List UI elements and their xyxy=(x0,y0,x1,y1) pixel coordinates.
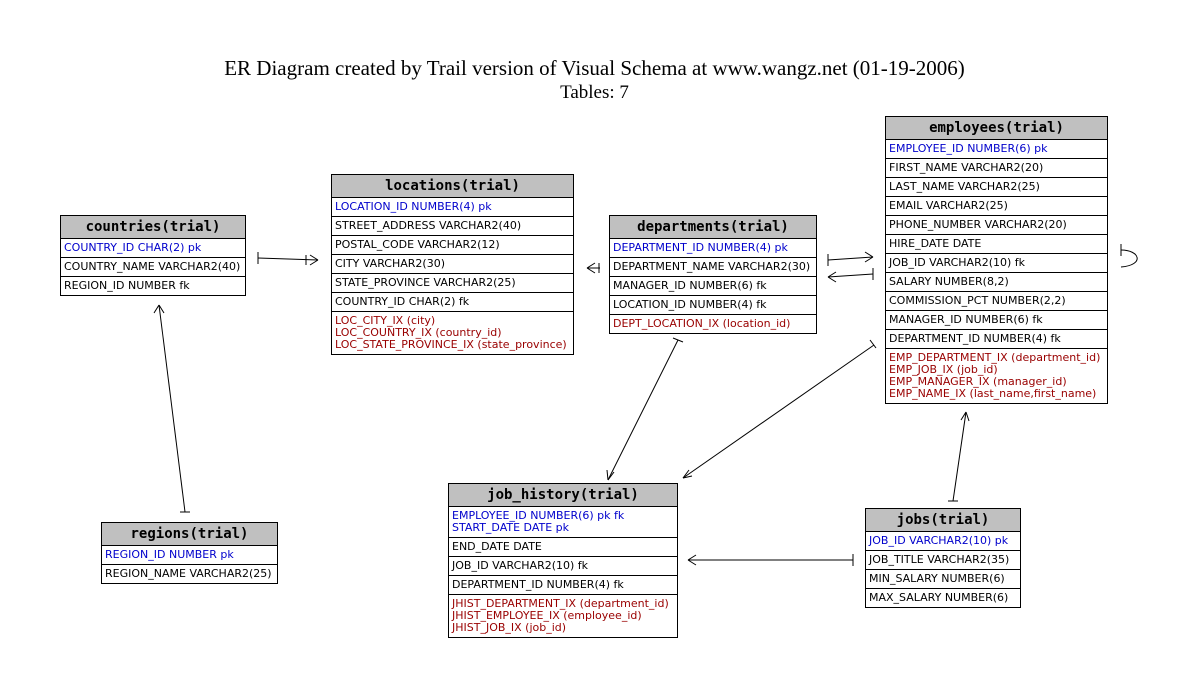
pk-section: LOCATION_ID NUMBER(4) pk xyxy=(332,198,573,217)
column-row: COUNTRY_ID CHAR(2) fk xyxy=(332,293,573,312)
column-pk: START_DATE DATE pk xyxy=(452,521,570,534)
table-employees[interactable]: employees(trial) EMPLOYEE_ID NUMBER(6) p… xyxy=(885,116,1108,404)
column-pk: EMPLOYEE_ID NUMBER(6) pk xyxy=(889,142,1048,155)
column-row: LAST_NAME VARCHAR2(25) xyxy=(886,178,1107,197)
rel-employees-self xyxy=(1120,249,1138,268)
column-row: FIRST_NAME VARCHAR2(20) xyxy=(886,159,1107,178)
index-section: JHIST_DEPARTMENT_IX (department_id) JHIS… xyxy=(449,595,677,637)
column-row: DEPARTMENT_ID NUMBER(4) fk xyxy=(886,330,1107,349)
column-row: CITY VARCHAR2(30) xyxy=(332,255,573,274)
many-marker xyxy=(305,254,319,266)
index-section: DEPT_LOCATION_IX (location_id) xyxy=(610,315,816,333)
column-row: PHONE_NUMBER VARCHAR2(20) xyxy=(886,216,1107,235)
column-row: DEPARTMENT_NAME VARCHAR2(30) xyxy=(610,258,816,277)
table-header: jobs(trial) xyxy=(866,509,1020,532)
table-header: employees(trial) xyxy=(886,117,1107,140)
column-row: LOCATION_ID NUMBER(4) fk xyxy=(610,296,816,315)
pk-section: EMPLOYEE_ID NUMBER(6) pk xyxy=(886,140,1107,159)
many-marker xyxy=(864,251,874,263)
index-row: JHIST_EMPLOYEE_IX (employee_id) xyxy=(452,609,642,622)
rel-jobhistory-employees xyxy=(682,344,875,479)
index-row: LOC_COUNTRY_IX (country_id) xyxy=(335,326,502,339)
diagram-title: ER Diagram created by Trail version of V… xyxy=(224,56,965,80)
index-row: EMP_NAME_IX (last_name,first_name) xyxy=(889,387,1097,400)
column-row: DEPARTMENT_ID NUMBER(4) fk xyxy=(449,576,677,595)
index-section: EMP_DEPARTMENT_IX (department_id) EMP_JO… xyxy=(886,349,1107,403)
pk-section: JOB_ID VARCHAR2(10) pk xyxy=(866,532,1020,551)
table-header: job_history(trial) xyxy=(449,484,677,507)
column-row: MANAGER_ID NUMBER(6) fk xyxy=(886,311,1107,330)
column-pk: COUNTRY_ID CHAR(2) pk xyxy=(64,241,202,254)
many-marker xyxy=(153,304,165,314)
column-pk: LOCATION_ID NUMBER(4) pk xyxy=(335,200,492,213)
table-countries[interactable]: countries(trial) COUNTRY_ID CHAR(2) pk C… xyxy=(60,215,246,296)
column-row: JOB_ID VARCHAR2(10) fk xyxy=(886,254,1107,273)
column-row: REGION_NAME VARCHAR2(25) xyxy=(105,567,272,580)
many-marker xyxy=(586,262,600,274)
table-locations[interactable]: locations(trial) LOCATION_ID NUMBER(4) p… xyxy=(331,174,574,355)
column-pk: REGION_ID NUMBER pk xyxy=(105,548,234,561)
many-marker xyxy=(960,411,970,422)
column-row: MIN_SALARY NUMBER(6) xyxy=(866,570,1020,589)
table-departments[interactable]: departments(trial) DEPARTMENT_ID NUMBER(… xyxy=(609,215,817,334)
many-marker xyxy=(606,469,615,481)
table-jobs[interactable]: jobs(trial) JOB_ID VARCHAR2(10) pk JOB_T… xyxy=(865,508,1021,608)
index-row: EMP_DEPARTMENT_IX (department_id) xyxy=(889,351,1101,364)
many-marker xyxy=(827,271,837,283)
pk-section: DEPARTMENT_ID NUMBER(4) pk xyxy=(610,239,816,258)
index-row: DEPT_LOCATION_IX (location_id) xyxy=(613,317,791,330)
column-row: JOB_ID VARCHAR2(10) fk xyxy=(449,557,677,576)
column-row: END_DATE DATE xyxy=(449,538,677,557)
index-row: EMP_JOB_IX (job_id) xyxy=(889,363,998,376)
one-marker xyxy=(672,337,684,343)
index-row: LOC_CITY_IX (city) xyxy=(335,314,436,327)
column-row: COMMISSION_PCT NUMBER(2,2) xyxy=(886,292,1107,311)
index-row: LOC_STATE_PROVINCE_IX (state_province) xyxy=(335,338,567,351)
column-row: STATE_PROVINCE VARCHAR2(25) xyxy=(332,274,573,293)
table-header: regions(trial) xyxy=(102,523,277,546)
column-row: EMAIL VARCHAR2(25) xyxy=(886,197,1107,216)
table-header: locations(trial) xyxy=(332,175,573,198)
index-row: EMP_MANAGER_IX (manager_id) xyxy=(889,375,1067,388)
one-marker xyxy=(869,339,877,349)
table-job-history[interactable]: job_history(trial) EMPLOYEE_ID NUMBER(6)… xyxy=(448,483,678,638)
rel-departments-employees-top xyxy=(827,256,874,261)
diagram-subtitle: Tables: 7 xyxy=(560,82,629,103)
column-row: MAX_SALARY NUMBER(6) xyxy=(869,591,1009,604)
rel-locations-countries xyxy=(257,257,319,261)
column-pk: DEPARTMENT_ID NUMBER(4) pk xyxy=(613,241,788,254)
rel-countries-regions xyxy=(158,304,186,513)
column-row: SALARY NUMBER(8,2) xyxy=(886,273,1107,292)
table-regions[interactable]: regions(trial) REGION_ID NUMBER pk REGIO… xyxy=(101,522,278,584)
column-row: HIRE_DATE DATE xyxy=(886,235,1107,254)
column-row: MANAGER_ID NUMBER(6) fk xyxy=(610,277,816,296)
column-row: POSTAL_CODE VARCHAR2(12) xyxy=(332,236,573,255)
column-pk: EMPLOYEE_ID NUMBER(6) pk fk xyxy=(452,509,625,522)
pk-section: EMPLOYEE_ID NUMBER(6) pk fk START_DATE D… xyxy=(449,507,677,538)
many-marker xyxy=(687,554,697,566)
column-row: REGION_ID NUMBER fk xyxy=(64,279,190,292)
many-marker xyxy=(682,469,693,479)
rel-departments-employees-bottom xyxy=(827,273,874,278)
column-pk: JOB_ID VARCHAR2(10) pk xyxy=(869,534,1009,547)
column-row: STREET_ADDRESS VARCHAR2(40) xyxy=(332,217,573,236)
rel-employees-jobs xyxy=(952,411,967,502)
table-header: countries(trial) xyxy=(61,216,245,239)
rel-jobhistory-departments xyxy=(607,339,679,481)
index-row: JHIST_DEPARTMENT_IX (department_id) xyxy=(452,597,669,610)
pk-section: REGION_ID NUMBER pk xyxy=(102,546,277,565)
column-row: JOB_TITLE VARCHAR2(35) xyxy=(866,551,1020,570)
column-row: COUNTRY_NAME VARCHAR2(40) xyxy=(61,258,245,277)
index-row: JHIST_JOB_IX (job_id) xyxy=(452,621,567,634)
table-header: departments(trial) xyxy=(610,216,816,239)
pk-section: COUNTRY_ID CHAR(2) pk xyxy=(61,239,245,258)
index-section: LOC_CITY_IX (city) LOC_COUNTRY_IX (count… xyxy=(332,312,573,354)
